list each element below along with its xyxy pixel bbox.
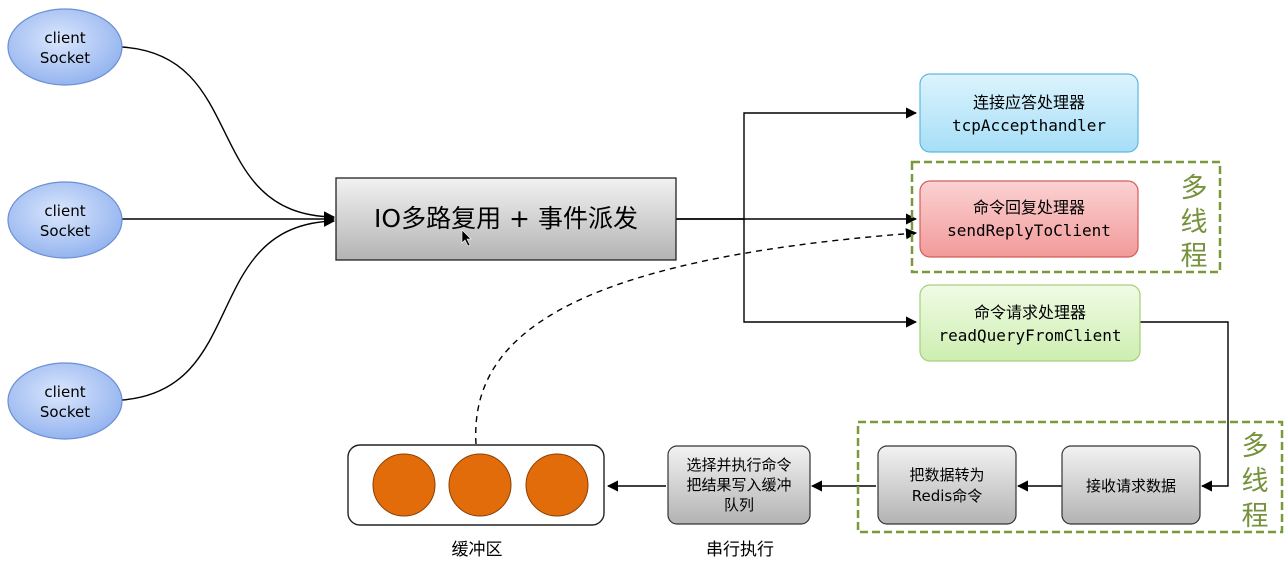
multithread-char: 程: [1181, 241, 1208, 272]
multithread-char: 程: [1242, 501, 1269, 532]
mux-to-accept-connector: [676, 107, 918, 220]
query-handler-code: readQueryFromClient: [938, 326, 1121, 345]
execute-command-line1: 选择并执行命令: [686, 456, 791, 474]
convert-command-line1: 把数据转为: [909, 466, 984, 484]
reply-handler-title: 命令回复处理器: [973, 198, 1085, 217]
buffer-box: [347, 444, 605, 526]
client-socket-3: client Socket: [7, 362, 123, 440]
convert-command-line2: Redis命令: [912, 487, 982, 505]
buffer-slot-3: [525, 453, 589, 517]
client-label-line2: Socket: [40, 403, 90, 421]
execute-command-line3: 队列: [724, 496, 754, 514]
accept-handler-title: 连接应答处理器: [973, 93, 1085, 112]
buffer-to-reply-dashed-connector: [475, 228, 918, 445]
client-socket-2: client Socket: [7, 181, 123, 259]
buffer-slot-1: [372, 453, 436, 517]
connectors: [121, 46, 1229, 492]
query-handler-title: 命令请求处理器: [974, 303, 1086, 322]
client-label-line2: Socket: [40, 49, 90, 67]
multithread-char: 线: [1242, 466, 1269, 497]
multithread-char: 多: [1181, 173, 1208, 204]
cursor-icon: [461, 229, 472, 247]
multithread-char: 线: [1181, 207, 1208, 238]
convert-command-box: 把数据转为 Redis命令: [877, 445, 1017, 525]
client-label-line1: client: [44, 383, 85, 401]
execute-command-box: 选择并执行命令 把结果写入缓冲 队列: [667, 445, 811, 525]
reply-handler-box: 命令回复处理器 sendReplyToClient: [919, 180, 1139, 258]
query-handler-box: 命令请求处理器 readQueryFromClient: [919, 284, 1141, 362]
client-1-connector: [121, 46, 336, 223]
client-3-connector: [121, 215, 336, 401]
reply-handler-code: sendReplyToClient: [947, 221, 1111, 240]
buffer-caption: 缓冲区: [452, 540, 503, 560]
io-multiplexer-label: IO多路复用 + 事件派发: [374, 204, 638, 233]
client-label-line2: Socket: [40, 222, 90, 240]
multithread-char: 多: [1242, 431, 1269, 462]
receive-data-box: 接收请求数据: [1061, 445, 1201, 525]
client-label-line1: client: [44, 202, 85, 220]
mux-to-query-connector: [743, 219, 918, 328]
execute-command-line2: 把结果写入缓冲: [686, 476, 791, 494]
serial-execution-caption: 串行执行: [706, 540, 774, 560]
multithread-group-read: 多 线 程: [856, 420, 1284, 534]
io-multiplexer-box: IO多路复用 + 事件派发: [335, 177, 677, 261]
accept-handler-code: tcpAccepthandler: [952, 116, 1106, 135]
buffer-slot-2: [448, 453, 512, 517]
client-label-line1: client: [44, 29, 85, 47]
accept-handler-box: 连接应答处理器 tcpAccepthandler: [919, 73, 1139, 153]
client-socket-1: client Socket: [7, 8, 123, 86]
multithread-group-reply: 多 线 程: [910, 160, 1222, 274]
receive-data-label: 接收请求数据: [1086, 477, 1176, 495]
query-to-receive-connector: [1140, 321, 1229, 492]
